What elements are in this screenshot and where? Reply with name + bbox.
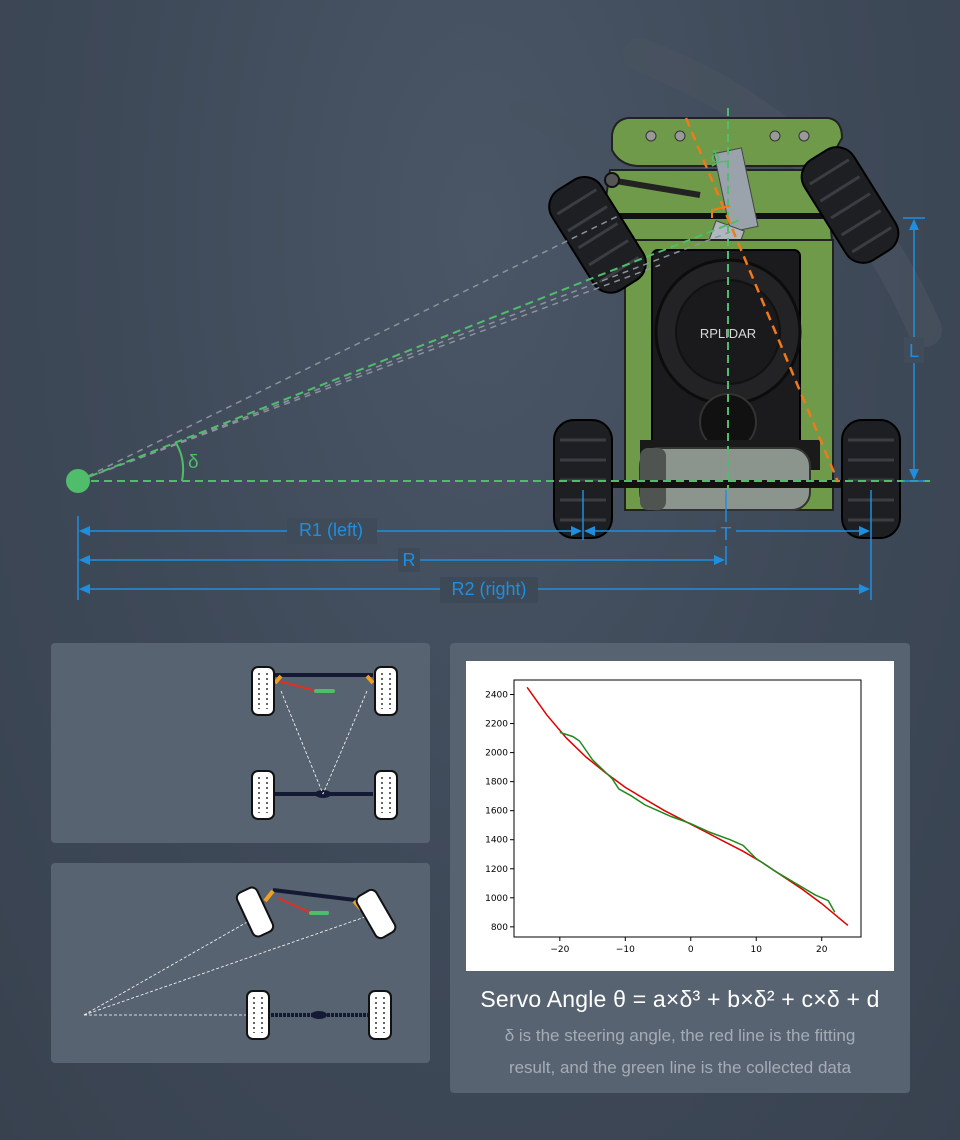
delta-top-label: δ [711,149,720,166]
y-tick-label: 1400 [485,836,508,846]
R2-label-bg [440,577,538,603]
y-tick-label: 2000 [485,749,508,759]
caption-line-2: result, and the green line is the collec… [508,1058,852,1077]
caption-line-1: δ is the steering angle, the red line is… [504,1026,856,1045]
y-tick-label: 1000 [485,894,508,904]
delta-arc [175,442,185,482]
y-tick-label: 1800 [485,778,508,788]
delta-label: δ [188,452,199,473]
turn-center-point [66,469,90,493]
x-tick-label: −10 [616,945,635,955]
x-tick-label: 0 [688,945,694,955]
L-label-bg [904,337,924,363]
green-center-lines [77,108,930,490]
y-tick-label: 2400 [485,691,508,701]
delta-top-arc [711,160,729,167]
wheel-icon [235,886,397,1040]
gray-turn-rays [77,214,731,482]
L-label: L [909,341,919,361]
servo-fit-chart: −20 −10 0 10 20 800 1000 1200 1400 1600 1800 2000 22… [466,661,894,971]
chart-plot-area: −20 −10 0 10 20 800 1000 1200 1400 1600 1800 2000 22… [485,679,862,955]
T-label-bg [716,522,736,546]
turning-axle-diagram [83,886,397,1040]
steering-geometry-diagram: RPLIDAR [66,38,942,603]
y-tick-label: 1600 [485,807,508,817]
y-tick-label: 1200 [485,865,508,875]
x-tick-label: 10 [751,945,763,955]
servo-fit-panel: −20 −10 0 10 20 800 1000 1200 1400 1600 1800 2000 22… [450,643,910,1093]
straight-steering-panel [51,643,430,843]
wheel-icon [251,666,398,820]
turning-steering-panel [51,863,430,1063]
robot-car: RPLIDAR [548,117,901,539]
R1-label: R1 (left) [299,520,363,540]
R2-label: R2 (right) [451,579,526,599]
y-tick-label: 800 [491,923,508,933]
y-tick-label: 2200 [485,720,508,730]
T-label: T [721,524,732,544]
fit-line-red [526,686,849,926]
x-tick-label: 20 [816,945,828,955]
R1-label-bg [287,518,377,544]
x-tick-label: −20 [550,945,569,955]
orange-steer-lines [684,117,840,483]
chart-frame [513,679,862,938]
R-label: R [403,550,416,570]
straight-axle-diagram [251,666,398,820]
collected-data-line-green [559,731,836,913]
R-label-bg [398,548,420,572]
servo-angle-formula: Servo Angle θ = a×δ³ + b×δ² + c×δ + d [480,986,880,1012]
